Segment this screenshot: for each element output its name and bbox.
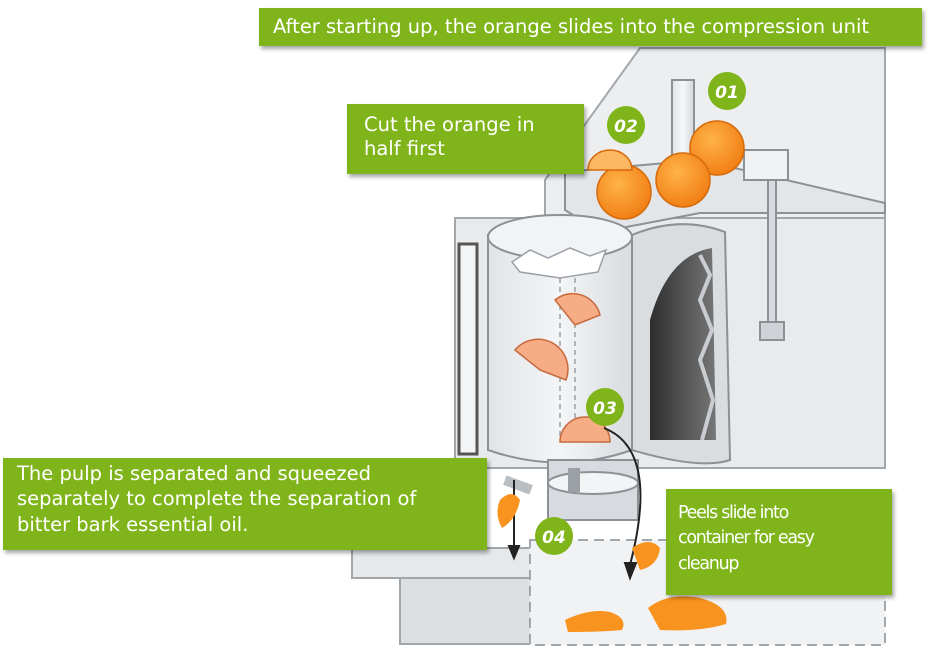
step-label-03: 03 <box>593 399 617 419</box>
compression-cylinder <box>487 214 732 465</box>
caption-peel-line-1: Peels slide into <box>678 503 789 523</box>
whole-oranges <box>587 120 745 220</box>
caption-cut-line-2: half first <box>364 137 445 161</box>
caption-cut-orange: Cut the orange in half first <box>347 104 584 174</box>
caption-peel-line-3: cleanup <box>678 553 739 574</box>
caption-pulp-line-2: separately to complete the separation of <box>17 487 417 511</box>
caption-pulp-line-1: The pulp is separated and squeezed <box>17 462 372 485</box>
caption-startup-text: After starting up, the orange slides int… <box>273 15 870 38</box>
caption-cut-line-1: Cut the orange in <box>364 113 535 136</box>
step-label-04: 04 <box>542 528 566 548</box>
step-badge-01: 01 <box>708 72 746 110</box>
caption-pulp-separation: The pulp is separated and squeezed separ… <box>3 458 487 550</box>
step-label-01: 01 <box>715 83 739 103</box>
step-badge-02: 02 <box>607 106 645 144</box>
caption-pulp-line-3: bitter bark essential oil. <box>17 512 249 536</box>
caption-peel-container: Peels slide into container for easy clea… <box>666 489 892 595</box>
caption-startup: After starting up, the orange slides int… <box>259 8 922 46</box>
step-badge-03: 03 <box>586 388 624 426</box>
peels-and-juice <box>497 494 727 632</box>
caption-peel-line-2: container for easy <box>678 528 815 549</box>
step-badge-04: 04 <box>535 517 573 555</box>
step-label-02: 02 <box>614 117 638 137</box>
